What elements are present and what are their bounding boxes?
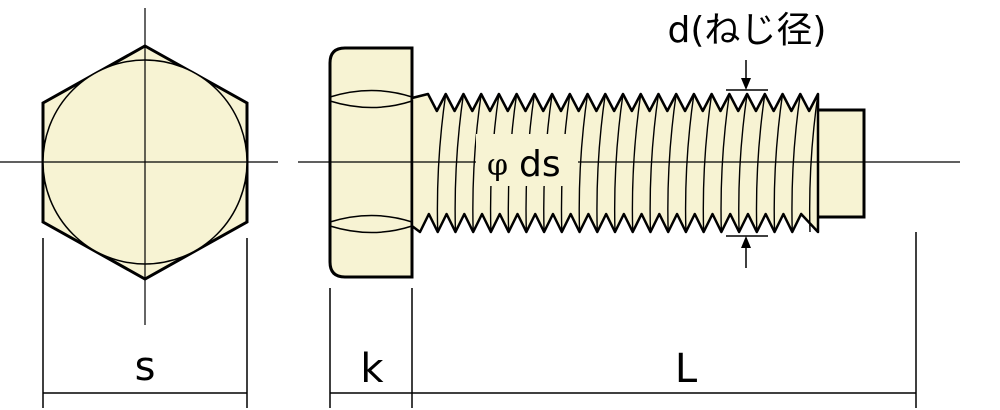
thread-crest-line [472,93,482,233]
thread-crest-line [667,93,677,233]
label-l: L [675,346,698,392]
thread-crest-line [738,93,748,233]
thread-crest-line [808,93,819,233]
dimension-d [726,60,768,268]
label-phi: φ [487,148,508,183]
thread-crest-line [702,93,713,233]
thread-outline [410,92,820,234]
ds-label-background [476,134,578,186]
hex-head-end-view [0,8,278,325]
thread-crest-line [631,93,642,233]
thread-crest-line [613,93,624,233]
label-s: s [135,344,156,390]
thread-crest-line [578,93,589,233]
arrow-up-icon [741,236,751,248]
thread-crest-line [596,93,606,233]
bolt-end-stub [810,108,866,219]
thread-crest-line [436,93,447,233]
thread-crest-line [773,93,784,233]
dimension-s [42,238,248,408]
thread-crest-line [755,93,766,233]
arrow-down-icon [741,78,751,90]
label-k: k [360,346,384,392]
thread-crest-line [454,93,465,233]
thread-crest-line [684,93,695,233]
thread-crest-line [720,93,731,233]
label-ds: ds [519,144,561,185]
label-thread-diameter: d(ねじ径) [668,10,827,51]
thread-crest-line [649,93,660,233]
thread-crest-line [791,93,801,233]
dimension-k-l [329,232,917,408]
threaded-shank [410,92,820,234]
